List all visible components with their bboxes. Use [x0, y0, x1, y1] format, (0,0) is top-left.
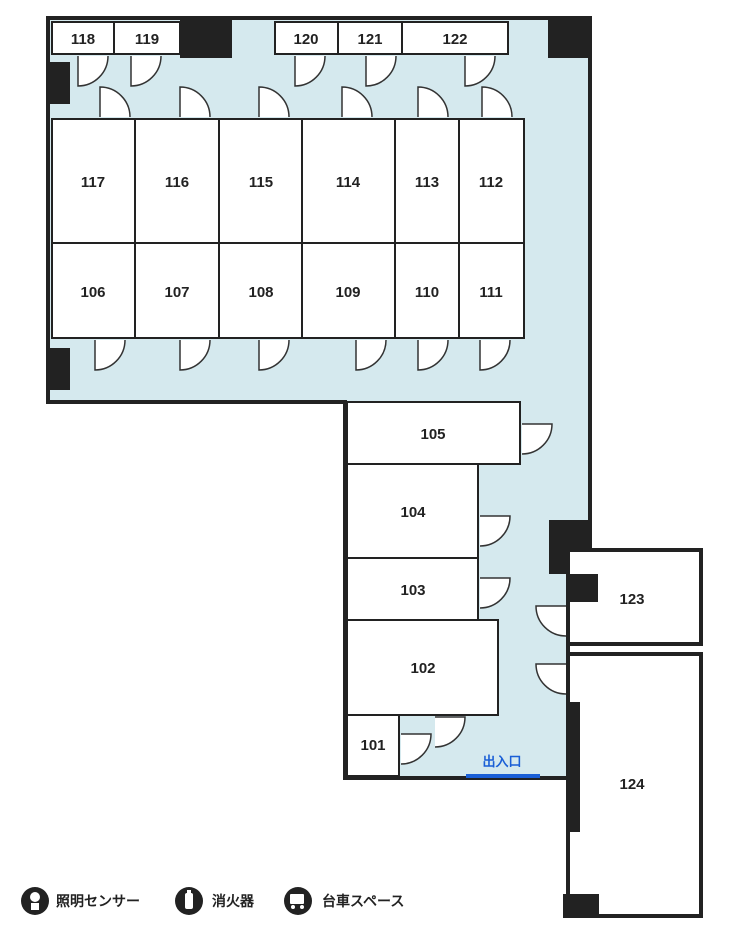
door-swing: [400, 733, 432, 765]
door-swing: [434, 716, 466, 748]
room-110[interactable]: [394, 242, 460, 339]
door-swing: [179, 339, 211, 371]
door-swing: [479, 339, 511, 371]
door-swing: [481, 86, 513, 118]
door-swing: [464, 55, 496, 87]
door-swing: [417, 86, 449, 118]
room-106-label: 106: [80, 284, 105, 301]
cart-icon: [284, 887, 312, 915]
pillar: [48, 62, 70, 104]
room-122-label: 122: [442, 31, 467, 48]
room-109-label: 109: [335, 284, 360, 301]
room-108[interactable]: [218, 242, 303, 339]
room-115[interactable]: [218, 118, 303, 244]
pillar: [48, 348, 70, 390]
room-117-label: 117: [81, 174, 105, 191]
room-108-label: 108: [248, 284, 273, 301]
room-104-label: 104: [400, 504, 426, 521]
legend-fire-extinguisher-label: 消火器: [212, 893, 255, 910]
room-119-label: 119: [135, 31, 159, 48]
room-102[interactable]: [346, 619, 499, 716]
room-115-label: 115: [249, 174, 273, 191]
room-124-label: 124: [619, 776, 645, 793]
room-114[interactable]: [301, 118, 396, 244]
lighting-sensor-icon: [21, 887, 49, 915]
entrance-label: 出入口: [482, 754, 521, 770]
room-124[interactable]: [566, 652, 703, 918]
room-101[interactable]: [346, 714, 400, 777]
room-111[interactable]: [458, 242, 525, 339]
pillar: [563, 894, 599, 918]
legend: 照明センサー 消火器 台車スペース: [21, 887, 404, 915]
door-swing: [258, 86, 290, 118]
room-113-label: 113: [415, 174, 439, 191]
door-swing: [479, 515, 511, 547]
pillar: [568, 574, 598, 602]
room-119[interactable]: [113, 21, 181, 55]
room-122[interactable]: [401, 21, 509, 55]
door-swing: [179, 86, 211, 118]
door-swing: [77, 55, 109, 87]
room-102-label: 102: [410, 660, 435, 677]
room-118[interactable]: [51, 21, 115, 55]
door-swing: [294, 55, 326, 87]
door-swing: [130, 55, 162, 87]
room-109[interactable]: [301, 242, 396, 339]
room-107[interactable]: [134, 242, 220, 339]
room-112[interactable]: [458, 118, 525, 244]
pillar: [568, 702, 580, 832]
room-105-label: 105: [420, 426, 445, 443]
door-swing: [341, 86, 373, 118]
room-101-label: 101: [360, 737, 385, 754]
legend-cart-space-label: 台車スペース: [322, 893, 404, 910]
door-swing: [355, 339, 387, 371]
room-120-label: 120: [293, 31, 318, 48]
room-123-label: 123: [619, 591, 644, 608]
room-118-label: 118: [71, 31, 95, 48]
door-swing: [99, 86, 131, 118]
door-swing: [535, 663, 567, 695]
room-114-label: 114: [336, 174, 361, 191]
room-107-label: 107: [164, 284, 189, 301]
room-112-label: 112: [479, 174, 503, 191]
room-113[interactable]: [394, 118, 460, 244]
door-swing: [258, 339, 290, 371]
door-swing: [535, 605, 567, 637]
room-106[interactable]: [51, 242, 136, 339]
room-105[interactable]: [346, 401, 521, 465]
room-116-label: 116: [165, 174, 189, 191]
room-110-label: 110: [415, 284, 439, 301]
door-swing: [479, 577, 511, 609]
legend-lighting-sensor-label: 照明センサー: [56, 894, 140, 910]
door-swing: [94, 339, 126, 371]
door-swing: [417, 339, 449, 371]
room-111-label: 111: [479, 284, 502, 301]
door-swing: [521, 423, 553, 455]
fire-extinguisher-icon: [175, 887, 203, 915]
pillar: [180, 18, 232, 58]
pillar: [548, 18, 590, 58]
room-103-label: 103: [400, 582, 425, 599]
room-121-label: 121: [357, 31, 382, 48]
door-swing: [365, 55, 397, 87]
